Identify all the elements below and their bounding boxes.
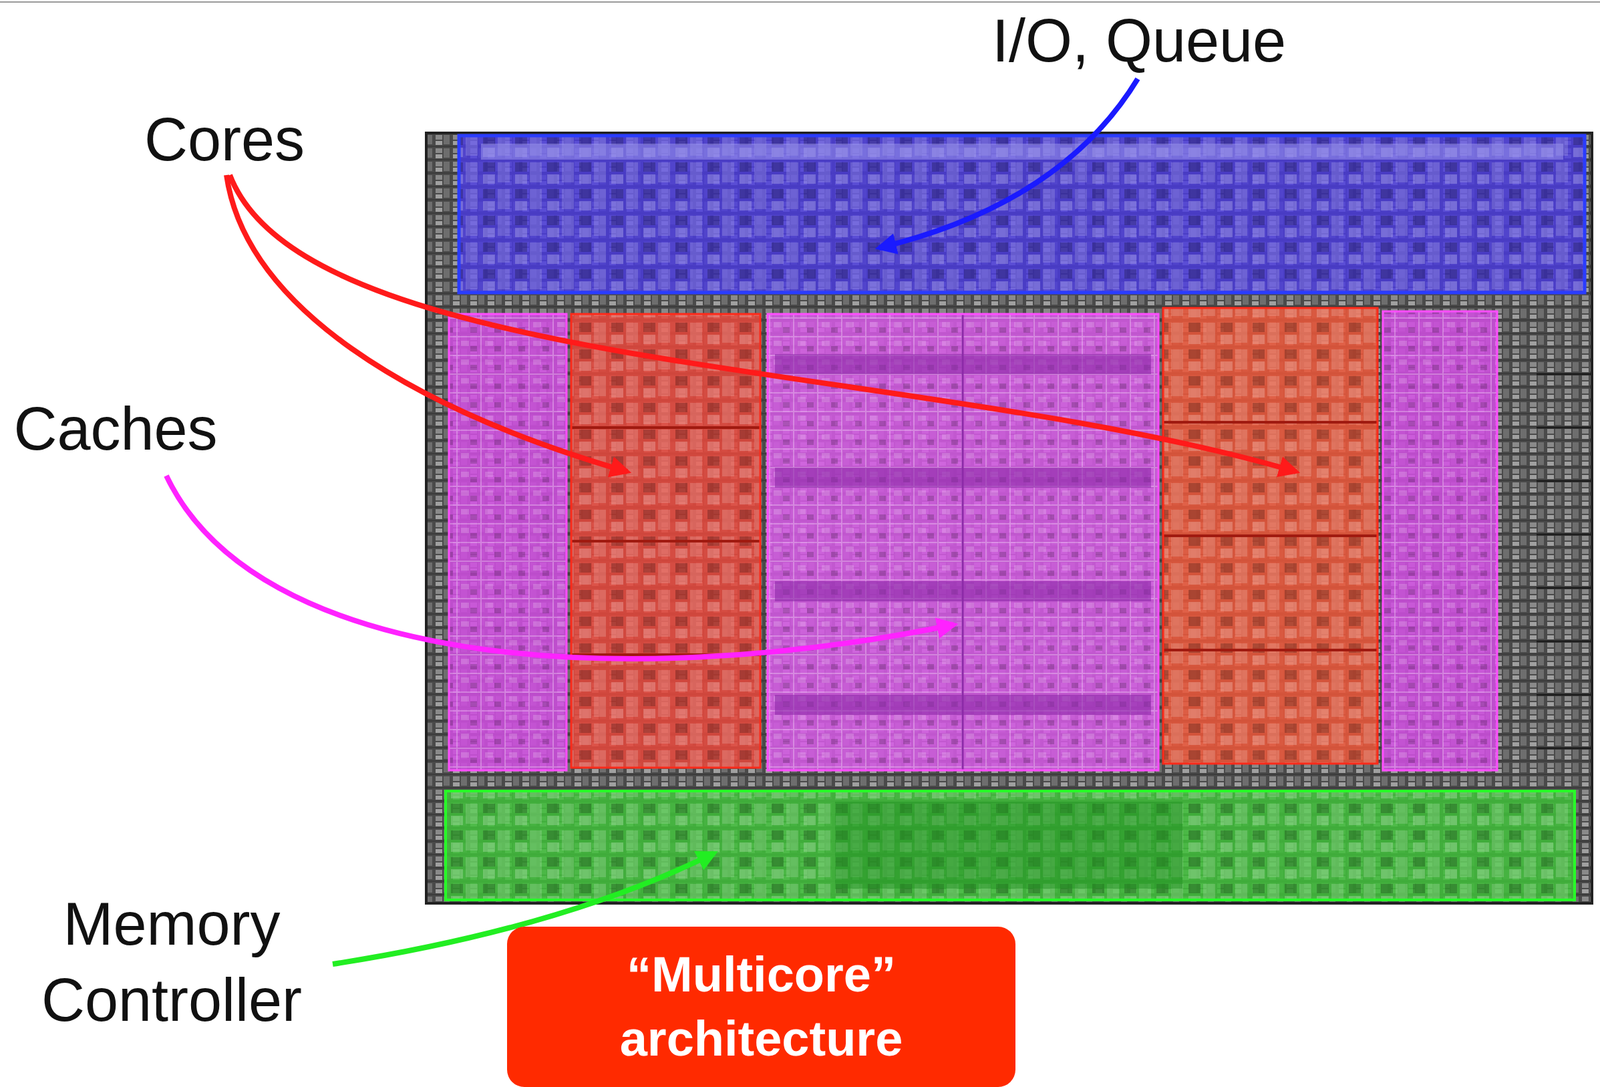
part-label: Caches (2, 390, 230, 467)
part-label: I/O, Queue (951, 2, 1327, 79)
leader-arrow (879, 78, 1138, 248)
io-region (458, 135, 1585, 293)
die-edge-ticks (1536, 374, 1592, 749)
die-border (426, 132, 1592, 904)
slide-rule (0, 1, 1600, 3)
leader-arrow (229, 175, 1297, 472)
memory-controller-region (445, 790, 1575, 900)
core-region (571, 307, 1378, 768)
part-label: Cores (104, 101, 345, 178)
part-label: Memory Controller (14, 885, 329, 1039)
title-badge: “Multicore” architecture (507, 926, 1016, 1087)
leader-arrow (166, 475, 954, 659)
die-photo (426, 132, 1592, 904)
badge-text: “Multicore” architecture (574, 942, 949, 1071)
leader-arrow (226, 175, 628, 472)
